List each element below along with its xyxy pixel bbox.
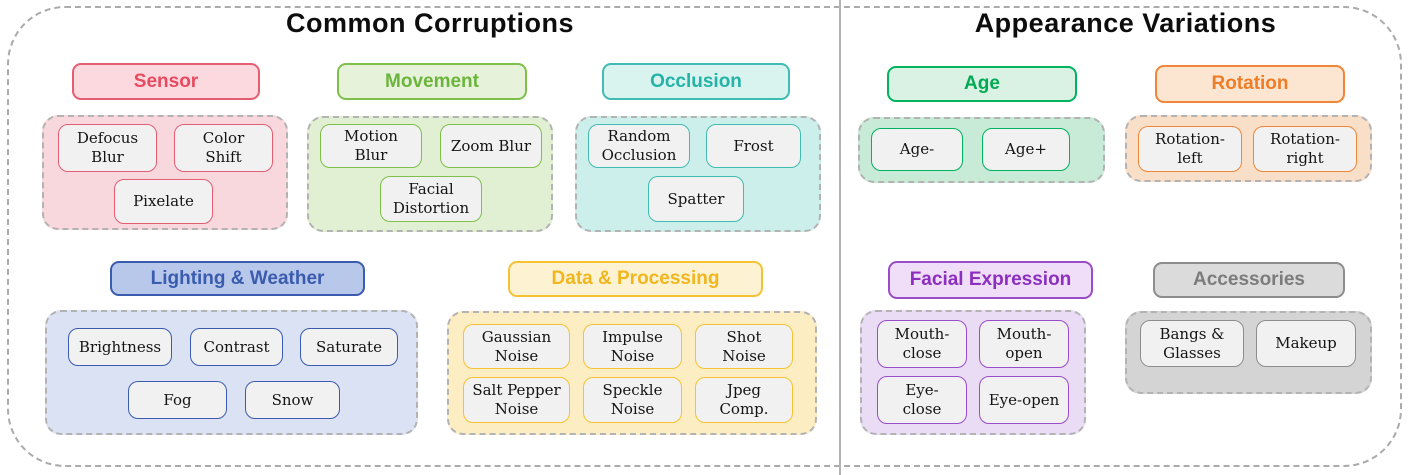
item-contrast: Contrast (190, 328, 283, 366)
right-panel-title: Appearance Variations (974, 8, 1277, 38)
category-header-facial-expression: Facial Expression (888, 261, 1093, 299)
outer-dashed-border (7, 6, 1402, 467)
category-header-age: Age (887, 66, 1077, 102)
category-header-rotation: Rotation (1155, 65, 1345, 103)
item-rotation-left: Rotation-left (1138, 126, 1242, 172)
item-bangs-glasses: Bangs & Glasses (1140, 320, 1244, 367)
item-fog: Fog (128, 381, 227, 419)
item-eye-close: Eye-close (877, 376, 967, 424)
item-frost: Frost (706, 124, 801, 168)
item-age-plus: Age+ (982, 128, 1070, 171)
item-salt-pepper-noise: Salt Pepper Noise (463, 377, 570, 423)
item-defocus-blur: Defocus Blur (58, 124, 157, 172)
item-mouth-close: Mouth-close (877, 320, 967, 368)
left-panel-title: Common Corruptions (286, 8, 574, 38)
category-header-data-processing: Data & Processing (508, 261, 763, 297)
item-shot-noise: Shot Noise (695, 324, 793, 369)
item-mouth-open: Mouth-open (979, 320, 1069, 368)
item-random-occlusion: Random Occlusion (588, 124, 690, 168)
item-makeup: Makeup (1256, 320, 1356, 367)
category-header-movement: Movement (337, 63, 527, 100)
item-age-minus: Age- (871, 128, 963, 171)
item-impulse-noise: Impulse Noise (583, 324, 682, 369)
panel-divider-line (839, 0, 841, 475)
item-gaussian-noise: Gaussian Noise (463, 324, 570, 369)
item-spatter: Spatter (648, 176, 744, 222)
item-snow: Snow (245, 381, 340, 419)
item-pixelate: Pixelate (114, 179, 213, 224)
item-eye-open: Eye-open (979, 376, 1069, 424)
item-jpeg-comp: Jpeg Comp. (695, 377, 793, 423)
item-facial-distortion: Facial Distortion (380, 176, 482, 222)
item-color-shift: Color Shift (174, 124, 273, 172)
category-header-sensor: Sensor (72, 63, 260, 100)
item-saturate: Saturate (300, 328, 398, 366)
item-speckle-noise: Speckle Noise (583, 377, 682, 423)
item-brightness: Brightness (68, 328, 172, 366)
item-rotation-right: Rotation-right (1253, 126, 1357, 172)
category-header-accessories: Accessories (1153, 262, 1345, 298)
category-header-occlusion: Occlusion (602, 63, 790, 100)
item-motion-blur: Motion Blur (320, 124, 422, 168)
item-zoom-blur: Zoom Blur (440, 124, 542, 168)
category-header-lighting-weather: Lighting & Weather (110, 261, 365, 296)
